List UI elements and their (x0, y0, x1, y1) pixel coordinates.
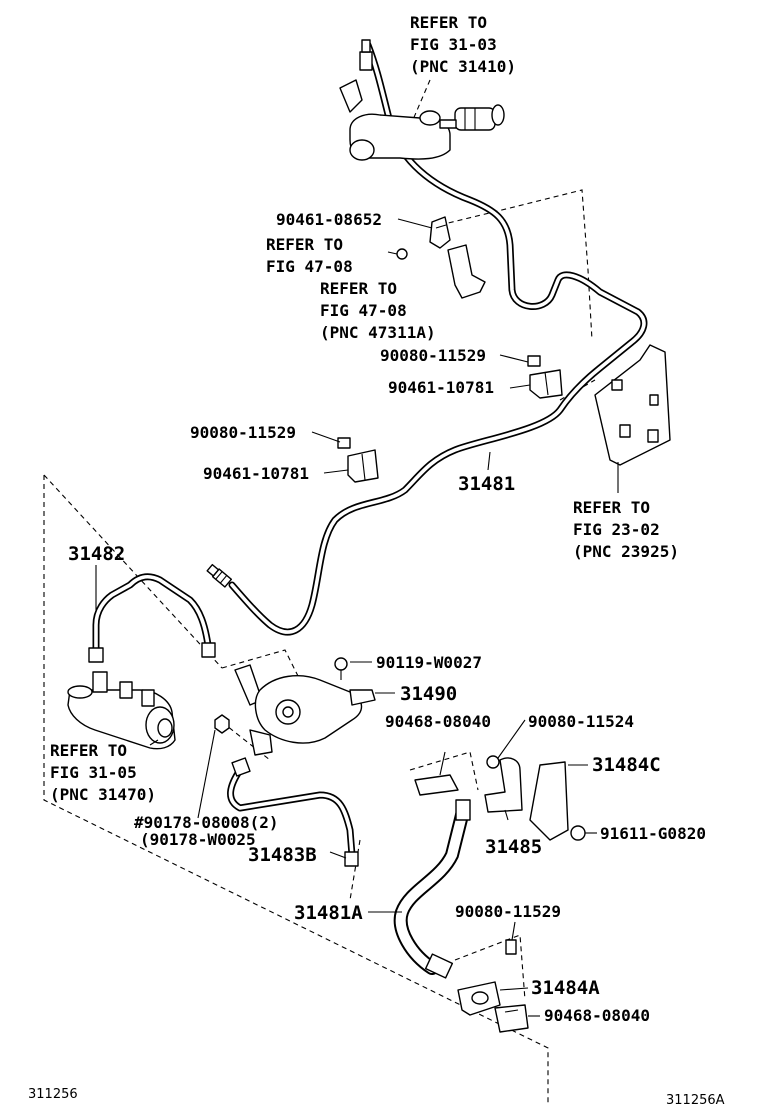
ref-47-08-b-line-3: (PNC 47311A) (320, 323, 436, 342)
label-90461-10781-a: 90461-10781 (388, 378, 494, 397)
label-90119-W0027: 90119-W0027 (376, 653, 482, 672)
part-labels: 90461-08652 90080-11529 90461-10781 9008… (68, 210, 706, 1025)
release-cylinder (67, 671, 176, 750)
ref-47-08-a-block: REFER TO FIG 47-08 (266, 235, 353, 276)
clip-group-upper (387, 216, 486, 299)
label-90178-08008: #90178-08008(2) (134, 813, 279, 832)
brackets-31484C-31485 (414, 755, 586, 841)
ref-23-02-block: REFER TO FIG 23-02 (PNC 23925) (573, 498, 679, 561)
footer-right-code: 311256A (666, 1093, 725, 1108)
label-90461-10781-b: 90461-10781 (203, 464, 309, 483)
label-31483B: 31483B (248, 844, 317, 866)
label-90080-11524: 90080-11524 (528, 712, 634, 731)
label-31484C: 31484C (592, 754, 661, 776)
label-90468-08040-a: 90468-08040 (385, 712, 491, 731)
label-90080-11529-c: 90080-11529 (455, 902, 561, 921)
clip-group-right (527, 355, 563, 399)
ref-31-03-line-1: REFER TO (410, 13, 487, 32)
pipe-31483B (227, 757, 359, 867)
ref-31-05-line-2: FIG 31-05 (50, 763, 137, 782)
ref-23-02-line-2: FIG 23-02 (573, 520, 660, 539)
label-90461-08652: 90461-08652 (276, 210, 382, 229)
bracket-31484A (457, 939, 529, 1033)
label-90468-08040-b: 90468-08040 (544, 1006, 650, 1025)
ref-47-08-a-line-2: FIG 47-08 (266, 257, 353, 276)
label-90080-11529-b: 90080-11529 (190, 423, 296, 442)
label-90080-11529-a: 90080-11529 (380, 346, 486, 365)
hose-31481A (393, 799, 471, 979)
pipe-31481 (206, 41, 648, 636)
ref-47-08-a-line-1: REFER TO (266, 235, 343, 254)
ref-23-02-line-3: (PNC 23925) (573, 542, 679, 561)
leader-lines (95, 218, 619, 1017)
pipe-31482 (88, 573, 216, 663)
footer-left-code: 311256 (28, 1087, 78, 1102)
label-90178-W0025: (90178-W0025 (140, 830, 256, 849)
ref-31-05-line-1: REFER TO (50, 741, 127, 760)
bracket-23925 (594, 344, 671, 466)
ref-31-03-block: REFER TO FIG 31-03 (PNC 31410) (410, 13, 516, 76)
label-31490: 31490 (400, 683, 457, 705)
ref-23-02-line-1: REFER TO (573, 498, 650, 517)
ref-47-08-b-line-1: REFER TO (320, 279, 397, 298)
ref-47-08-b-block: REFER TO FIG 47-08 (PNC 47311A) (320, 279, 436, 342)
ref-31-05-line-3: (PNC 31470) (50, 785, 156, 804)
label-31484A: 31484A (531, 977, 600, 999)
label-31481A: 31481A (294, 902, 363, 924)
clip-group-left (337, 437, 379, 483)
ref-47-08-b-line-2: FIG 47-08 (320, 301, 407, 320)
ref-31-03-line-2: FIG 31-03 (410, 35, 497, 54)
ref-31-03-line-3: (PNC 31410) (410, 57, 516, 76)
label-31481: 31481 (458, 473, 515, 495)
master-cylinder (339, 39, 505, 161)
valve-31490 (214, 657, 376, 756)
label-31482: 31482 (68, 543, 125, 565)
label-31485: 31485 (485, 836, 542, 858)
label-91611-G0820: 91611-G0820 (600, 824, 706, 843)
ref-31-05-block: REFER TO FIG 31-05 (PNC 31470) (50, 741, 156, 804)
